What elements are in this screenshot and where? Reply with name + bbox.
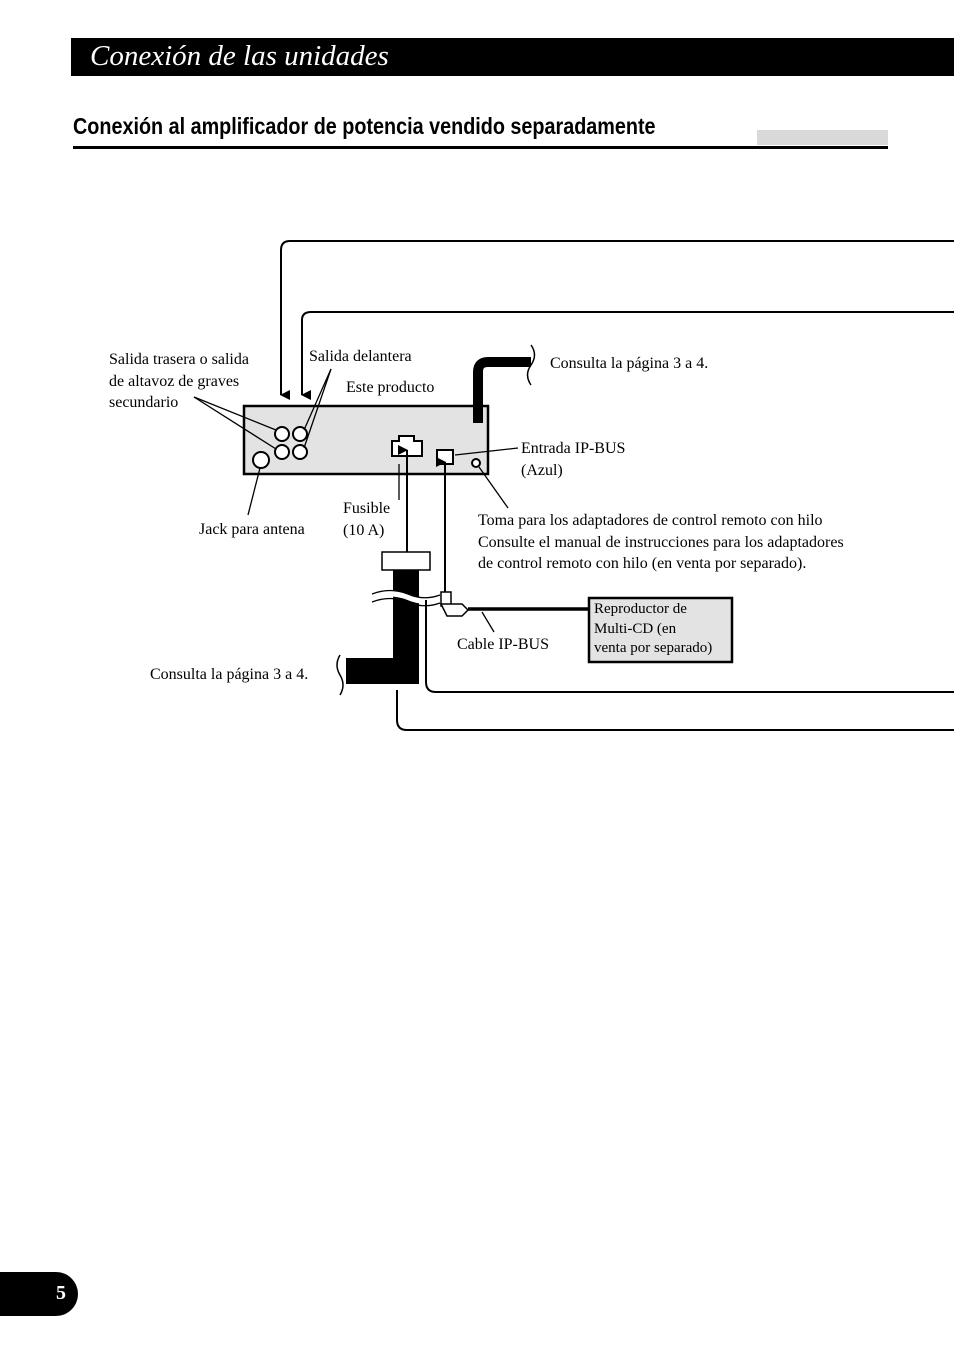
rca-jack — [292, 426, 308, 442]
antenna-jack — [252, 451, 270, 469]
remote-jack-label: Toma para los adaptadores de control rem… — [478, 512, 844, 572]
page-header-bar: Conexión de las unidades — [71, 38, 954, 76]
page-header-title: Conexión de las unidades — [90, 40, 389, 72]
page-number-badge — [0, 1272, 78, 1316]
section-title: Conexión al amplificador de potencia ven… — [73, 113, 656, 139]
page-number: 5 — [56, 1282, 66, 1304]
section-title-band — [757, 130, 888, 145]
ipbus-socket — [436, 449, 454, 465]
multi-cd-box — [587, 596, 734, 664]
rca-jack — [274, 426, 290, 442]
top-harness — [473, 357, 531, 423]
front-output-cable — [301, 311, 954, 400]
this-product-label: Este producto — [346, 379, 435, 396]
antenna-jack-label: Jack para antena — [199, 521, 305, 538]
main-harness — [346, 570, 419, 684]
multi-cd-label: Reproductor de Multi-CD (en venta por se… — [594, 601, 713, 656]
front-output-label: Salida delantera — [309, 348, 412, 365]
ipbus-cable-label: Cable IP-BUS — [457, 636, 549, 653]
see-page-top-label: Consulta la página 3 a 4. — [550, 355, 709, 372]
rca-jack — [292, 444, 308, 460]
ground-cable-lower — [396, 690, 954, 731]
rear-output-label: Salida trasera o salida de altavoz de gr… — [109, 351, 249, 411]
remote-jack — [471, 458, 481, 468]
fuse-label: Fusible (10 A) — [343, 500, 391, 539]
ipbus-input-label: Entrada IP-BUS (Azul) — [521, 440, 626, 479]
rear-output-cable — [280, 240, 954, 400]
power-cable-lower — [425, 600, 954, 693]
section-rule — [73, 146, 888, 149]
rca-jack — [274, 444, 290, 460]
harness-sleeve — [381, 551, 431, 571]
see-page-bottom-label: Consulta la página 3 a 4. — [150, 666, 309, 683]
